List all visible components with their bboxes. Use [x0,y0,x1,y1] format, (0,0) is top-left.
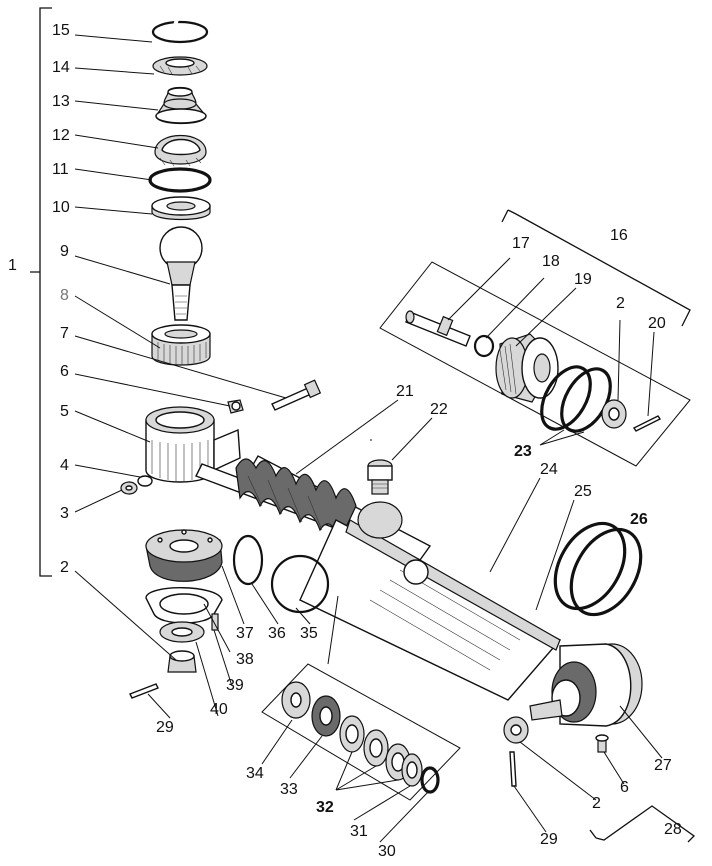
part-9-ball-stud [159,226,203,321]
label-7: 7 [60,325,69,342]
label-12: 12 [52,127,70,144]
label-24: 24 [540,461,558,478]
label-5: 5 [60,403,69,420]
part-17-piston-rod [405,310,471,347]
label-37: 37 [236,625,254,642]
part-26-o-rings [553,521,643,617]
label-35: 35 [300,625,318,642]
part-10-seat-washer [151,196,211,221]
label-15: 15 [52,22,70,39]
part-2-castle-nut-inset [601,399,627,429]
part-15-snap-ring [151,20,209,44]
label-27: 27 [654,757,672,774]
label-4: 4 [60,457,69,474]
leader-lines [74,34,663,843]
inset-box-16 [379,209,691,467]
part-34-castle-nut [281,681,311,719]
label-8: 8 [60,287,69,304]
label-21: 21 [396,383,414,400]
bracket-28 [589,805,696,843]
label-11: 11 [52,161,69,178]
label-17: 17 [512,235,530,252]
label-16: 16 [610,227,628,244]
part-37-flange [145,529,223,582]
part-22-fitting [367,459,393,495]
part-31-washer [401,753,423,787]
label-23: 23 [514,443,532,460]
label-32: 32 [316,799,334,816]
label-29-left: 29 [156,719,174,736]
part-29-cotter-pin-right [509,751,517,787]
label-2-right: 2 [592,795,601,812]
part-6-grease-fitting [227,399,244,414]
part-40-washer [159,621,205,643]
part-3-nut [120,481,138,495]
part-20-pin [632,415,662,432]
part-33-bearing [311,695,341,737]
label-28: 28 [664,821,682,838]
label-9: 9 [60,243,69,260]
label-1: 1 [8,257,17,274]
part-7-bolt [271,379,322,411]
part-19-piston [495,333,559,403]
label-26: 26 [630,511,648,528]
label-18: 18 [542,253,560,270]
label-14: 14 [52,59,70,76]
label-33: 33 [280,781,298,798]
part-labels: 15 14 13 12 11 10 9 8 7 6 5 4 3 1 2 16 1… [8,22,682,860]
label-19: 19 [574,271,592,288]
label-40: 40 [210,701,228,718]
part-2-castle-nut-right [503,716,529,744]
bellows-boot [235,458,357,542]
label-30: 30 [378,843,396,860]
label-22: 22 [430,401,448,418]
label-39: 39 [226,677,244,694]
part-12-dome-cap [154,134,207,167]
part-4-washer [137,475,153,487]
inset-box-32 [261,595,461,801]
label-34: 34 [246,765,264,782]
label-29-right: 29 [540,831,558,848]
part-39-bolt [211,613,219,631]
part-13-boot [155,86,207,125]
part-38-gasket [145,587,223,624]
part-36-spring-clip [232,534,264,586]
part-27-end-housing [529,643,643,727]
part-2-castle-nut-left [167,650,197,673]
part-32-rings [339,715,411,781]
part-14-washer [152,56,208,76]
label-2-left: 2 [60,559,69,576]
label-6-right: 6 [620,779,629,796]
label-3: 3 [60,505,69,522]
part-8-threaded-nut [151,324,211,366]
label-13: 13 [52,93,70,110]
part-5-housing [145,406,241,483]
part-29-cotter-pin-left [129,683,159,699]
label-31: 31 [350,823,368,840]
part-11-o-ring [148,167,212,193]
part-24-cylinder [299,501,562,701]
part-18-ring [473,334,495,358]
label-10: 10 [52,199,70,216]
label-6: 6 [60,363,69,380]
label-25: 25 [574,483,592,500]
label-36: 36 [268,625,286,642]
label-38: 38 [236,651,254,668]
part-6-grease-fitting-right [595,734,609,753]
label-2-inset: 2 [616,295,625,312]
label-20: 20 [648,315,666,332]
bracket-1 [30,7,52,577]
part-30-o-ring [420,766,440,794]
